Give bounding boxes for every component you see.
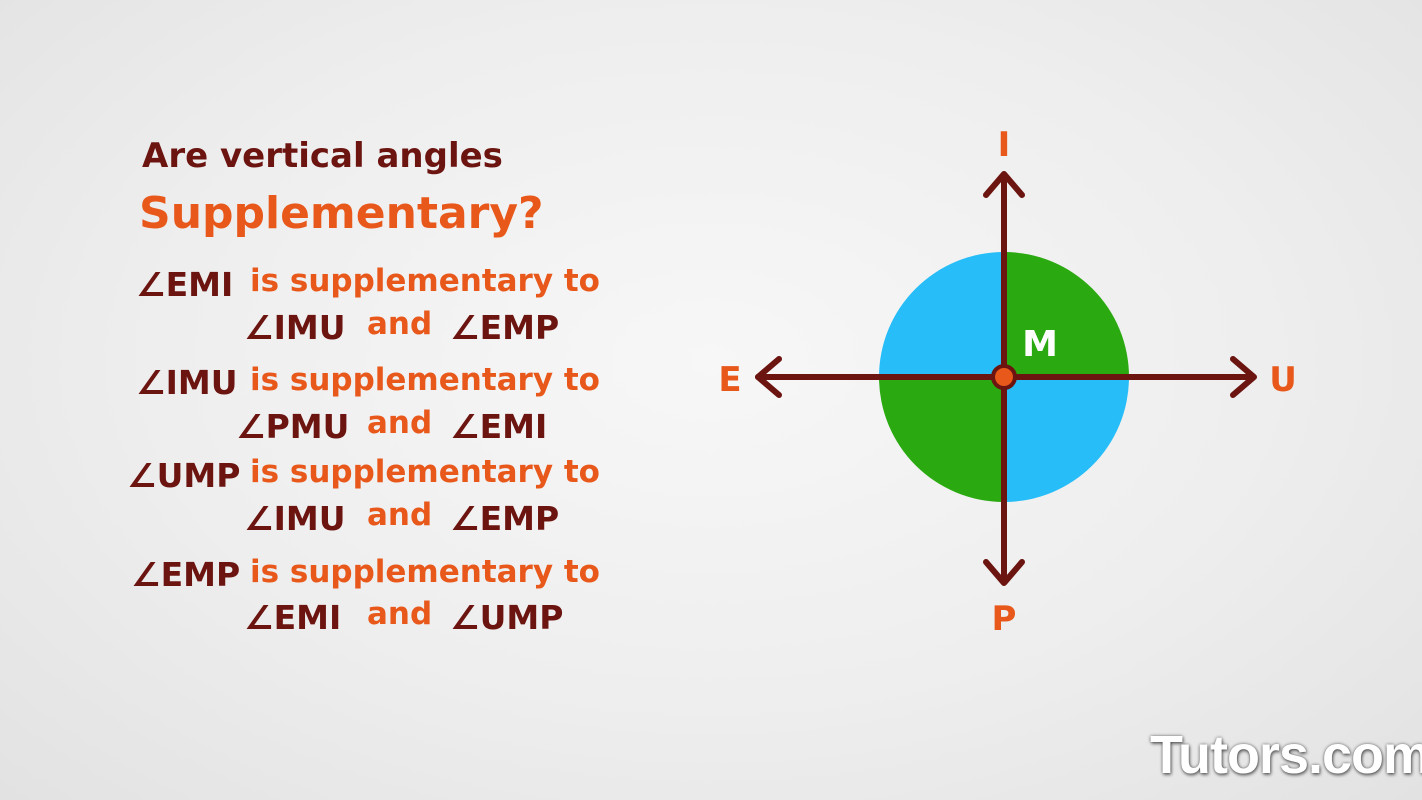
statement-2-subject: ∠IMU — [136, 363, 238, 402]
statement-1-phrase: is supplementary to — [250, 263, 600, 299]
statement-1-first-angle: ∠IMU — [244, 308, 346, 347]
sector-bottom-right — [1004, 377, 1129, 502]
arrowhead-top — [983, 171, 1025, 198]
statement-1-second-angle: ∠EMP — [450, 308, 560, 347]
sector-top-left — [879, 252, 1004, 377]
statement-3-subject: ∠UMP — [127, 456, 241, 495]
heading-line-2: Supplementary? — [139, 188, 544, 239]
statement-2-first-angle: ∠PMU — [236, 407, 350, 446]
label-left: E — [718, 360, 741, 400]
label-center: M — [1022, 324, 1058, 365]
heading-line-1: Are vertical angles — [142, 136, 503, 176]
statement-4-conjunction: and — [367, 596, 433, 632]
sector-top-right — [1004, 252, 1129, 377]
statement-4-subject: ∠EMP — [131, 555, 241, 594]
statement-4-second-angle: ∠UMP — [450, 598, 564, 637]
statement-3-second-angle: ∠EMP — [450, 499, 560, 538]
statement-4-phrase: is supplementary to — [250, 554, 600, 590]
arrowhead-right — [1230, 356, 1257, 398]
arrowhead-bottom — [983, 559, 1025, 586]
statement-2-conjunction: and — [367, 405, 433, 441]
label-right: U — [1269, 360, 1297, 400]
statement-1-conjunction: and — [367, 306, 433, 342]
statement-1-subject: ∠EMI — [136, 265, 234, 304]
statement-2-phrase: is supplementary to — [250, 362, 600, 398]
label-top: I — [998, 125, 1011, 165]
statement-3-conjunction: and — [367, 497, 433, 533]
sector-bottom-left — [879, 377, 1004, 502]
statement-2-second-angle: ∠EMI — [450, 407, 548, 446]
statement-3-first-angle: ∠IMU — [244, 499, 346, 538]
statement-3-phrase: is supplementary to — [250, 454, 600, 490]
vertical-angles-diagram: I E U P M — [718, 125, 1297, 639]
arrowhead-left — [755, 356, 782, 398]
brand-logo-text: Tutors.com — [1150, 725, 1422, 785]
label-bottom: P — [992, 599, 1017, 639]
center-point — [991, 364, 1017, 390]
statement-4-first-angle: ∠EMI — [244, 598, 342, 637]
